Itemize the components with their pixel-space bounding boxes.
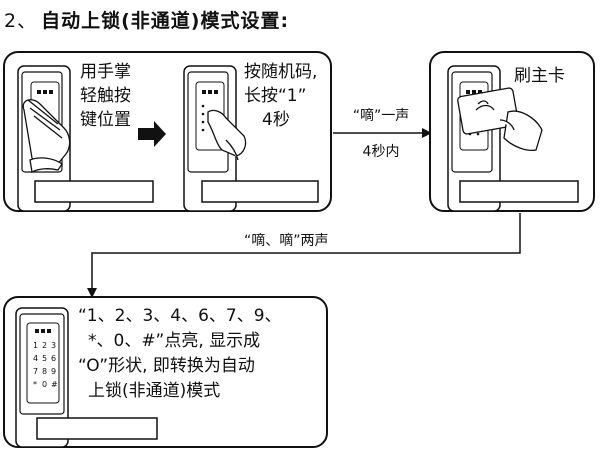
next-arrow-icon [138, 121, 166, 147]
keypad-key: 9 [51, 367, 56, 376]
lock-handle [201, 180, 319, 203]
keypad-key: 0 [42, 380, 47, 389]
return-arrowhead-icon [87, 288, 97, 298]
lock-device-2 [183, 65, 319, 212]
lock-handle [459, 180, 579, 203]
lock-handle [36, 417, 158, 440]
palm-hand-icon [22, 99, 71, 173]
within-4-seconds-label: 4秒内 [362, 144, 400, 160]
step1-line: 轻触按 [80, 86, 131, 106]
return-connector-line [91, 213, 521, 290]
result-line: “1、2、3、4、6、7、9、 [78, 306, 282, 326]
keypad-key: 4 [33, 354, 38, 363]
card-hand-icon [457, 87, 543, 152]
section-heading: 2、自动上锁(非通道)模式设置: [4, 6, 289, 33]
result-panel [3, 296, 328, 448]
connector-arrowhead-icon [422, 128, 432, 138]
step1-line: 用手掌 [80, 62, 131, 82]
step1-line: 键位置 [80, 110, 131, 130]
keypad-key: 1 [33, 341, 38, 350]
section-title: 自动上锁(非通道)模式设置: [41, 10, 290, 32]
finger-press-hand-icon [207, 109, 247, 161]
keypad-key: 5 [42, 354, 47, 363]
keypad-key: 6 [51, 354, 56, 363]
step1-instruction: 用手掌 轻触按 键位置 [80, 60, 131, 132]
keypad-key: * [33, 380, 37, 389]
step2-instruction: 按随机码, 长按“1” 4秒 [244, 60, 317, 132]
result-line: “O”形状, 即转换为自动 [78, 356, 255, 376]
swipe-master-card-label: 刷主卡 [514, 66, 565, 86]
lock-handle [34, 180, 154, 203]
result-description: “1、2、3、4、6、7、9、 *、0、#”点亮, 显示成 “O”形状, 即转换… [78, 304, 282, 404]
section-number: 2、 [4, 10, 38, 32]
step2-line: 4秒 [262, 110, 290, 130]
step2-line: 长按“1” [244, 86, 307, 106]
keypad-key: 3 [51, 341, 56, 350]
keypad-key: 8 [42, 367, 47, 376]
result-line: *、0、#”点亮, 显示成 [88, 331, 261, 351]
step2-line: 按随机码, [244, 62, 318, 82]
beep-once-label: “嘀”一声 [352, 108, 410, 124]
keypad-key: 7 [33, 367, 38, 376]
keypad-key: # [51, 380, 58, 389]
keypad-key: 2 [42, 341, 47, 350]
beep-twice-label: “嘀、嘀”两声 [244, 233, 329, 249]
result-line: 上锁(非通道)模式 [88, 381, 221, 401]
steps-panel [3, 51, 332, 212]
